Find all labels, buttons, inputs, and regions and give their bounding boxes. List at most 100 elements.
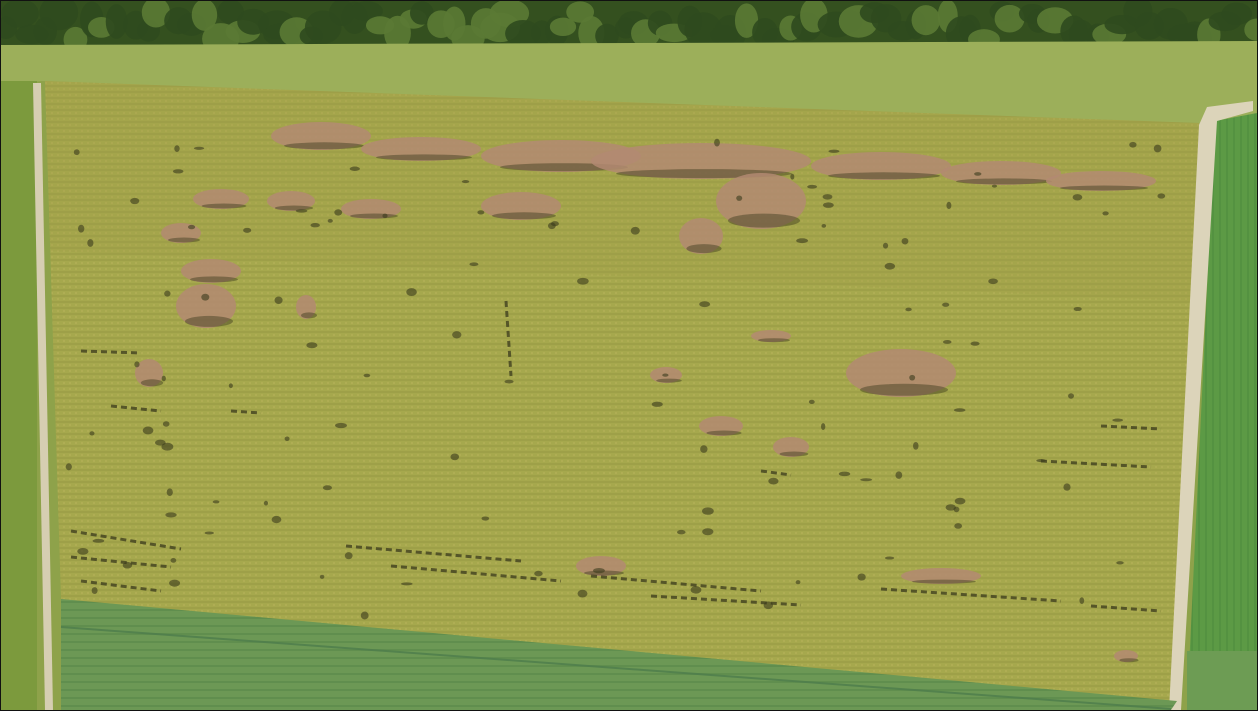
field-spot <box>905 307 912 312</box>
lodging-streak <box>760 469 792 477</box>
field-spot <box>882 242 889 249</box>
field-spot <box>954 523 963 529</box>
field-spot <box>92 538 105 543</box>
tree-crown <box>350 1 383 21</box>
lodging-streak <box>110 404 162 413</box>
damage-patch <box>811 152 951 180</box>
damage-patch <box>773 437 809 457</box>
field-spot <box>577 277 589 285</box>
patch-shadow <box>185 315 233 327</box>
patch-shadow <box>376 154 472 161</box>
field-spot <box>690 586 702 594</box>
field-spot <box>461 180 470 184</box>
field-spot <box>768 477 779 485</box>
field-spot <box>274 296 283 304</box>
field-spot <box>401 582 413 586</box>
field-spot <box>909 374 916 381</box>
tractor-track <box>60 626 1172 710</box>
field-spot <box>65 463 72 471</box>
field-spot <box>884 556 895 560</box>
field-spot <box>651 401 663 407</box>
patch-shadow <box>706 430 742 436</box>
damage-patches <box>135 122 1156 663</box>
lodging-streak <box>390 564 562 583</box>
field-spot <box>450 453 460 461</box>
tree-crown <box>911 5 941 36</box>
field-spot <box>821 223 827 228</box>
field-spot <box>170 558 177 563</box>
field-spot <box>699 301 711 308</box>
field-spot <box>1112 418 1124 422</box>
field-spot <box>1063 483 1071 491</box>
damage-patch <box>193 189 249 209</box>
patch-shadow <box>1119 658 1139 663</box>
field-spot <box>790 173 795 180</box>
patch-shadow <box>301 312 317 319</box>
tree-crown <box>191 1 218 31</box>
patch-shadow <box>140 379 164 387</box>
field-spot <box>884 262 896 270</box>
field-spot <box>122 561 133 569</box>
field-spot <box>895 471 903 479</box>
field-spot <box>942 302 950 307</box>
damage-patch <box>296 295 316 319</box>
field-spot <box>974 172 982 176</box>
field-spot <box>1073 306 1082 312</box>
damage-patch <box>176 284 236 328</box>
field-spot <box>161 375 166 382</box>
field-spot <box>954 497 966 505</box>
field-spot <box>89 431 95 436</box>
lodging-streak <box>1100 424 1162 431</box>
tree-crown <box>734 3 759 38</box>
field-spot <box>808 399 815 405</box>
field-spot <box>1036 459 1046 463</box>
field-spot <box>406 288 417 296</box>
patch-shadow <box>912 579 976 584</box>
field-spot <box>161 442 174 451</box>
field-spot <box>807 184 818 189</box>
field-spot <box>319 574 325 579</box>
field-spot <box>1072 194 1083 201</box>
damage-patch <box>846 349 956 397</box>
tree-crown <box>217 1 244 24</box>
field-spot <box>714 138 720 147</box>
damage-patch <box>135 359 163 387</box>
tree-crown <box>1 1 39 28</box>
damage-patch <box>361 137 481 161</box>
field-spot <box>953 506 960 513</box>
tree-crown <box>549 17 577 37</box>
field-spot <box>945 504 956 511</box>
damage-patch <box>267 191 315 211</box>
damage-patch <box>941 161 1061 185</box>
field-spot <box>970 341 980 346</box>
damage-patch <box>1046 171 1156 191</box>
field-spot <box>310 222 320 228</box>
tree-crown <box>1244 18 1257 41</box>
field-spot <box>382 213 388 219</box>
field-spot <box>130 197 140 205</box>
field-spot <box>193 146 205 150</box>
tree-crown <box>105 4 128 39</box>
field-spot <box>1129 141 1137 148</box>
field-spot <box>142 426 154 435</box>
patch-shadow <box>779 451 809 457</box>
field-spot <box>187 224 196 230</box>
patch-shadow <box>201 203 247 209</box>
patch-shadow <box>860 383 948 396</box>
tree-crown <box>595 23 619 49</box>
left-path <box>33 83 53 710</box>
field-spot <box>828 149 840 153</box>
field-spot <box>162 421 170 427</box>
damage-patch <box>576 556 626 576</box>
lodging-streak <box>70 529 182 551</box>
lodging-streak <box>590 574 762 593</box>
patch-shadow <box>828 172 940 180</box>
field-spot <box>228 383 233 389</box>
field-spot <box>349 166 360 171</box>
damage-patch <box>591 143 811 179</box>
right-field-corner <box>1187 651 1257 710</box>
field-spot <box>201 293 210 301</box>
field-spot <box>504 379 514 384</box>
field-spot <box>547 222 556 230</box>
